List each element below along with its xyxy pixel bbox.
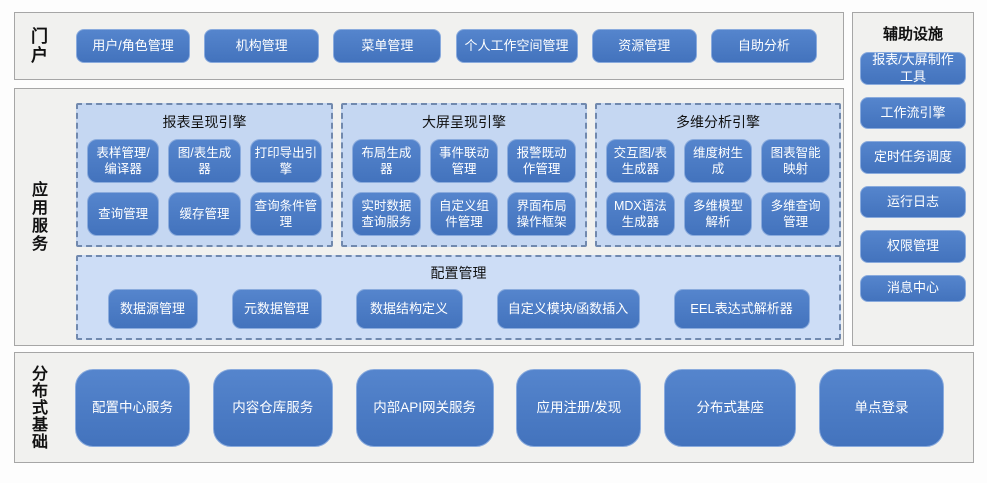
olap-engine-panel: 多维分析引擎 交互图/表生成器 维度树生成 图表智能映射 MDX语法生成器 多维… bbox=[595, 103, 841, 247]
engine-button-interactive-chart-generator[interactable]: 交互图/表生成器 bbox=[606, 139, 675, 183]
engine-button-realtime-data-query-service[interactable]: 实时数据查询服务 bbox=[352, 192, 421, 236]
engine-button-cache-mgmt[interactable]: 缓存管理 bbox=[168, 192, 241, 236]
portal-button-resource-mgmt[interactable]: 资源管理 bbox=[591, 29, 697, 63]
dist-button-internal-api-gateway-service[interactable]: 内部API网关服务 bbox=[355, 368, 494, 447]
config-button-metadata-mgmt[interactable]: 元数据管理 bbox=[231, 289, 322, 329]
report-engine-panel: 报表呈现引擎 表样管理/编译器 图/表生成器 打印导出引擎 查询管理 缓存管理 … bbox=[76, 103, 333, 247]
app-services-section-label: 应用服务 bbox=[29, 181, 46, 253]
config-mgmt-title: 配置管理 bbox=[430, 265, 487, 281]
config-button-eel-expression-parser[interactable]: EEL表达式解析器 bbox=[673, 289, 810, 329]
engine-button-event-linkage-mgmt[interactable]: 事件联动管理 bbox=[429, 139, 499, 183]
dist-button-single-sign-on[interactable]: 单点登录 bbox=[818, 368, 944, 447]
engine-button-multidim-query-mgmt[interactable]: 多维查询管理 bbox=[761, 192, 830, 236]
portal-button-self-service-analysis[interactable]: 自助分析 bbox=[710, 29, 817, 63]
dist-button-config-center-service[interactable]: 配置中心服务 bbox=[75, 368, 190, 447]
engine-button-ui-layout-framework[interactable]: 界面布局操作框架 bbox=[507, 192, 576, 236]
auxiliary-facilities-title: 辅助设施 bbox=[882, 26, 943, 43]
engine-button-chart-smart-mapping[interactable]: 图表智能映射 bbox=[761, 139, 830, 183]
engine-button-chart-table-generator[interactable]: 图/表生成器 bbox=[168, 139, 241, 183]
bigscreen-engine-buttons: 布局生成器 事件联动管理 报警既动作管理 实时数据查询服务 自定义组件管理 界面… bbox=[343, 133, 585, 245]
engine-button-layout-generator[interactable]: 布局生成器 bbox=[352, 139, 421, 183]
portal-button-personal-workspace-mgmt[interactable]: 个人工作空间管理 bbox=[455, 29, 578, 63]
portal-buttons: 用户/角色管理 机构管理 菜单管理 个人工作空间管理 资源管理 自助分析 bbox=[76, 29, 817, 63]
portal-section: 门户 用户/角色管理 机构管理 菜单管理 个人工作空间管理 资源管理 自助分析 bbox=[14, 12, 844, 80]
aux-button-scheduled-task-dispatch[interactable]: 定时任务调度 bbox=[860, 141, 966, 174]
olap-engine-buttons: 交互图/表生成器 维度树生成 图表智能映射 MDX语法生成器 多维模型解析 多维… bbox=[597, 133, 839, 245]
config-mgmt-buttons: 数据源管理 元数据管理 数据结构定义 自定义模块/函数插入 EEL表达式解析器 bbox=[78, 283, 839, 329]
config-button-datasource-mgmt[interactable]: 数据源管理 bbox=[107, 289, 198, 329]
bigscreen-engine-panel: 大屏呈现引擎 布局生成器 事件联动管理 报警既动作管理 实时数据查询服务 自定义… bbox=[341, 103, 587, 247]
dist-button-content-repo-service[interactable]: 内容仓库服务 bbox=[212, 368, 333, 447]
engine-button-custom-component-mgmt[interactable]: 自定义组件管理 bbox=[429, 192, 499, 236]
distributed-base-buttons: 配置中心服务 内容仓库服务 内部API网关服务 应用注册/发现 分布式基座 单点… bbox=[75, 368, 944, 447]
aux-button-workflow-engine[interactable]: 工作流引擎 bbox=[860, 97, 966, 129]
portal-section-label: 门户 bbox=[28, 27, 47, 65]
aux-button-message-center[interactable]: 消息中心 bbox=[860, 275, 966, 302]
olap-engine-title: 多维分析引擎 bbox=[676, 114, 760, 130]
app-services-section: 应用服务 报表呈现引擎 表样管理/编译器 图/表生成器 打印导出引擎 查询管理 … bbox=[14, 88, 844, 346]
engine-button-query-mgmt[interactable]: 查询管理 bbox=[87, 192, 160, 236]
portal-button-org-mgmt[interactable]: 机构管理 bbox=[204, 29, 320, 63]
engine-button-dimension-tree-generation[interactable]: 维度树生成 bbox=[683, 139, 753, 183]
engine-button-multidim-model-parsing[interactable]: 多维模型解析 bbox=[683, 192, 753, 236]
engine-button-template-mgmt-compiler[interactable]: 表样管理/编译器 bbox=[87, 139, 160, 183]
portal-button-menu-mgmt[interactable]: 菜单管理 bbox=[333, 29, 442, 63]
portal-button-user-role-mgmt[interactable]: 用户/角色管理 bbox=[76, 29, 190, 63]
report-engine-title: 报表呈现引擎 bbox=[162, 114, 247, 130]
dist-button-app-register-discovery[interactable]: 应用注册/发现 bbox=[516, 368, 642, 447]
dist-button-distributed-pedestal[interactable]: 分布式基座 bbox=[664, 368, 797, 447]
bigscreen-engine-title: 大屏呈现引擎 bbox=[422, 114, 506, 130]
aux-button-report-bigscreen-authoring-tool[interactable]: 报表/大屏制作工具 bbox=[860, 52, 966, 85]
distributed-base-section: 分布式基础 配置中心服务 内容仓库服务 内部API网关服务 应用注册/发现 分布… bbox=[14, 352, 974, 463]
engine-button-mdx-syntax-generator[interactable]: MDX语法生成器 bbox=[606, 192, 675, 236]
engine-button-alarm-action-mgmt[interactable]: 报警既动作管理 bbox=[507, 139, 576, 183]
engine-button-query-condition-mgmt[interactable]: 查询条件管理 bbox=[249, 192, 322, 236]
config-button-data-structure-definition[interactable]: 数据结构定义 bbox=[355, 289, 463, 329]
engine-button-print-export-engine[interactable]: 打印导出引擎 bbox=[249, 139, 322, 183]
report-engine-buttons: 表样管理/编译器 图/表生成器 打印导出引擎 查询管理 缓存管理 查询条件管理 bbox=[78, 133, 331, 245]
config-button-custom-module-function-insert[interactable]: 自定义模块/函数插入 bbox=[496, 289, 640, 329]
auxiliary-facilities-section: 辅助设施 报表/大屏制作工具 工作流引擎 定时任务调度 运行日志 权限管理 消息… bbox=[852, 12, 974, 346]
distributed-base-label: 分布式基础 bbox=[29, 365, 46, 450]
aux-button-run-log[interactable]: 运行日志 bbox=[860, 186, 966, 218]
aux-button-permission-mgmt[interactable]: 权限管理 bbox=[860, 230, 966, 263]
config-mgmt-panel: 配置管理 数据源管理 元数据管理 数据结构定义 自定义模块/函数插入 EEL表达… bbox=[76, 255, 841, 340]
